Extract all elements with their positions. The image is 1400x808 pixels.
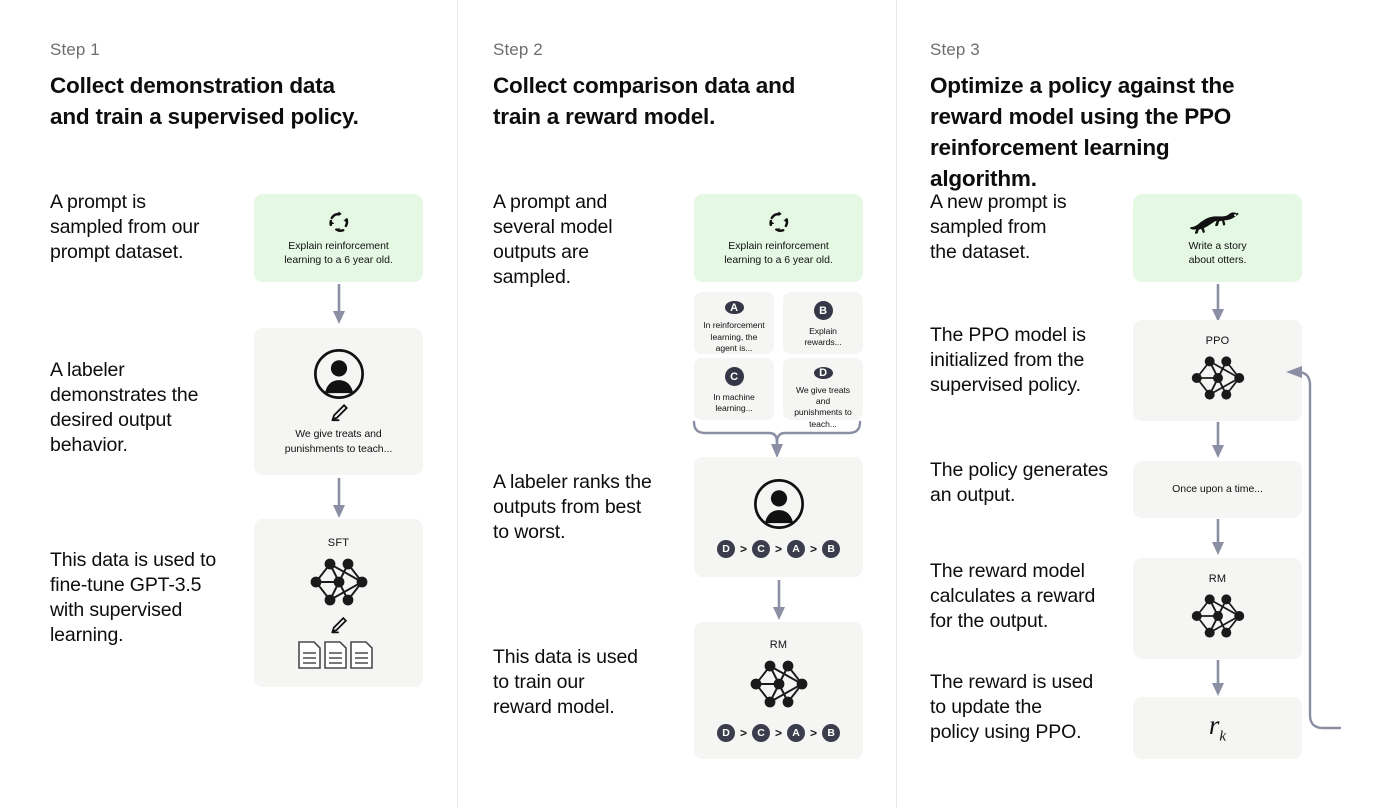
step-2-merge-connector [691, 420, 867, 460]
step-3-title: Optimize a policy against the reward mod… [930, 73, 1235, 192]
step-3-rm-caption: RM [1208, 572, 1227, 585]
step-3-column: Step 3 Optimize a policy against the rew… [930, 0, 1360, 808]
step-3-note-5: The reward is used to update the policy … [930, 671, 1094, 743]
column-divider-1 [457, 0, 458, 808]
circular-arrows-icon [766, 209, 792, 235]
option-badge-a: A [724, 301, 744, 315]
rank-separator-1: > [739, 541, 747, 556]
rank-badge-3: A [787, 539, 805, 558]
option-badge-d: D [813, 367, 833, 379]
rank-badge-2: C [751, 539, 770, 558]
rank-badge-4: B [822, 539, 841, 558]
step-3-note-4: The reward model calculates a reward for… [930, 560, 1096, 632]
step-2-rm-ranking-row: D > C > A > B [716, 724, 841, 742]
step-3-ppo-box: PPO [1133, 320, 1302, 421]
step-2-note-3: This data is used to train our reward mo… [493, 646, 638, 718]
step-2-ranking-row: D > C > A > B [716, 539, 841, 558]
option-text-a: In reinforcement learning, the agent is.… [703, 320, 765, 353]
step-2-note-1: A prompt and several model outputs are s… [493, 191, 613, 288]
step-1-sft-caption: SFT [327, 536, 350, 549]
step-2-rm-caption: RM [769, 639, 788, 651]
rm-rank-badge-4: B [822, 724, 841, 742]
step-3-note-3: The policy generates an output. [930, 459, 1109, 506]
rank-separator-2: > [774, 541, 782, 556]
rm-rank-separator-3: > [810, 726, 818, 740]
step-3-output-text: Once upon a time... [1172, 483, 1263, 496]
step-1-sft-box: SFT [254, 519, 423, 687]
rm-rank-separator-1: > [739, 726, 747, 740]
step-1-arrow-2 [329, 478, 349, 520]
step-2-label: Step 2 [493, 40, 543, 59]
circular-arrows-icon [326, 209, 352, 235]
step-3-prompt-box: Write a story about otters. [1133, 194, 1302, 282]
step-3-arrow-2 [1208, 422, 1228, 460]
rm-rank-badge-3: A [787, 724, 805, 742]
step-2-note-2: A labeler ranks the outputs from best to… [493, 471, 652, 543]
step-3-note-2: The PPO model is initialized from the su… [930, 324, 1086, 396]
step-1-note-2: A labeler demonstrates the desired outpu… [50, 359, 199, 456]
step-3-label: Step 3 [930, 40, 980, 59]
step-1-labeler-box: We give treats and punishments to teach.… [254, 328, 423, 475]
step-1-labeler-text: We give treats and punishments to teach.… [284, 428, 393, 455]
option-text-d: We give treats and punishments to teach.… [794, 385, 852, 429]
pencil-icon [328, 402, 350, 424]
step-2-prompt-box: Explain reinforcement learning to a 6 ye… [694, 194, 863, 282]
step-3-output-box: Once upon a time... [1133, 461, 1302, 518]
rm-rank-badge-2: C [751, 724, 770, 742]
neural-network-icon [740, 653, 818, 715]
rank-badge-1: D [716, 539, 735, 558]
step-1-column: Step 1 Collect demonstration data and tr… [50, 0, 450, 808]
reward-symbol: rk [1208, 710, 1227, 745]
rm-rank-separator-2: > [774, 726, 782, 740]
step-2-ranking-box: D > C > A > B [694, 457, 863, 577]
option-card-d: D We give treats and punishments to teac… [783, 358, 863, 429]
neural-network-icon [1182, 587, 1254, 645]
column-divider-2 [896, 0, 897, 808]
step-3-rm-box: RM [1133, 558, 1302, 659]
step-3-prompt-text: Write a story about otters. [1188, 239, 1247, 266]
option-badge-c: C [724, 367, 744, 386]
step-3-arrow-1 [1208, 284, 1228, 324]
step-1-arrow-1 [329, 284, 349, 326]
step-2-title: Collect comparison data and train a rewa… [493, 73, 796, 130]
step-1-prompt-box: Explain reinforcement learning to a 6 ye… [254, 194, 423, 282]
step-3-reward-box: rk [1133, 697, 1302, 759]
step-2-arrow-2 [769, 580, 789, 622]
neural-network-icon [300, 551, 378, 613]
person-icon [752, 477, 806, 531]
step-1-title: Collect demonstration data and train a s… [50, 73, 359, 130]
otter-icon [1189, 209, 1246, 237]
step-1-prompt-text: Explain reinforcement learning to a 6 ye… [284, 239, 393, 266]
neural-network-icon [1182, 349, 1254, 407]
option-badge-b: B [813, 301, 833, 320]
option-card-a: A In reinforcement learning, the agent i… [694, 292, 774, 354]
step-1-note-3: This data is used to fine-tune GPT-3.5 w… [50, 549, 217, 646]
step-3-ppo-caption: PPO [1205, 334, 1230, 347]
option-card-c: C In machine learning... [694, 358, 774, 420]
step-2-column: Step 2 Collect comparison data and train… [493, 0, 893, 808]
person-icon [312, 347, 366, 401]
rank-separator-3: > [810, 541, 818, 556]
step-3-feedback-loop [1286, 360, 1350, 735]
option-text-c: In machine learning... [713, 392, 755, 414]
option-card-b: B Explain rewards... [783, 292, 863, 354]
step-3-arrow-4 [1208, 660, 1228, 698]
step-1-note-1: A prompt is sampled from our prompt data… [50, 191, 200, 263]
step-2-rm-box: RM [694, 622, 863, 759]
documents-icon [297, 640, 381, 670]
step-3-arrow-3 [1208, 519, 1228, 557]
step-1-label: Step 1 [50, 40, 100, 59]
pencil-icon [328, 615, 349, 636]
step-2-prompt-text: Explain reinforcement learning to a 6 ye… [724, 239, 833, 266]
step-3-note-1: A new prompt is sampled from the dataset… [930, 191, 1067, 263]
option-text-b: Explain rewards... [804, 326, 842, 348]
rm-rank-badge-1: D [716, 724, 735, 742]
